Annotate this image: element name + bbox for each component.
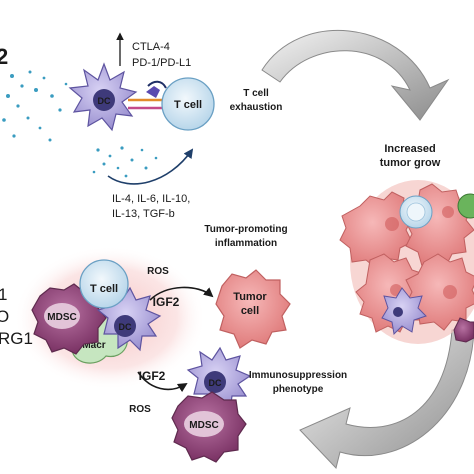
tumor-label-2: cell — [241, 305, 259, 317]
t-cell-label-left: T cell — [90, 283, 118, 295]
immuno-label-1: Immunosuppression — [249, 370, 347, 381]
igf2-label-upper: IGF2 — [153, 295, 180, 309]
cytokines-label-1: IL-4, IL-6, IL-10, — [112, 193, 190, 205]
secreted-particles-top — [2, 70, 68, 142]
inflammation-label-2: inflammation — [215, 238, 277, 249]
pd1-label: PD-1/PD-L1 — [132, 57, 191, 69]
ctla4-label: CTLA-4 — [132, 41, 170, 53]
left-label-1: 1 — [0, 285, 7, 304]
tumor-cell: Tumor cell — [215, 269, 291, 349]
dc-label-lower: DC — [209, 378, 222, 388]
increased-label-1: Increased — [384, 143, 435, 155]
dendritic-cell-top: DC — [68, 62, 138, 132]
left-label-3: RG1 — [0, 329, 33, 348]
igf2-arrow-upper — [149, 286, 214, 301]
dendritic-cell-lower: DC — [186, 346, 252, 412]
dc-label-left: DC — [119, 322, 132, 332]
cytokine-arrow — [107, 148, 194, 185]
t-cell-top: T cell — [161, 77, 215, 131]
left-label-2: O — [0, 307, 9, 326]
cut-number: 2 — [0, 44, 8, 69]
checkpoint-bridge — [128, 80, 168, 110]
increased-label-2: tumor grow — [380, 157, 441, 169]
big-curved-arrow-bottom — [299, 329, 474, 470]
immuno-label-2: phenotype — [273, 384, 324, 395]
inflammation-label-1: Tumor-promoting — [204, 224, 287, 235]
cytokines-label-2: IL-13, TGF-b — [112, 208, 175, 220]
mdsc-label-left: MDSC — [47, 312, 76, 323]
igf2-label-lower: IGF2 — [139, 369, 166, 383]
ros-label-lower: ROS — [129, 404, 151, 415]
ros-label-upper: ROS — [147, 266, 169, 277]
exhaustion-label-2: exhaustion — [230, 102, 283, 113]
mdsc-label-lower: MDSC — [189, 420, 218, 431]
dc-label-top: DC — [98, 96, 111, 106]
t-cell-label-top: T cell — [174, 99, 202, 111]
big-curved-arrow-top — [261, 29, 450, 121]
t-cell-left: T cell — [79, 259, 129, 309]
tumor-mass — [339, 180, 474, 344]
tumor-label-1: Tumor — [233, 291, 267, 303]
mdsc-lower: MDSC — [171, 391, 247, 463]
macr-label: Macr — [82, 340, 105, 351]
secreted-particles-cytokines — [92, 146, 158, 178]
igf2-arrow-lower — [137, 371, 188, 393]
exhaustion-label-1: T cell — [243, 88, 269, 99]
